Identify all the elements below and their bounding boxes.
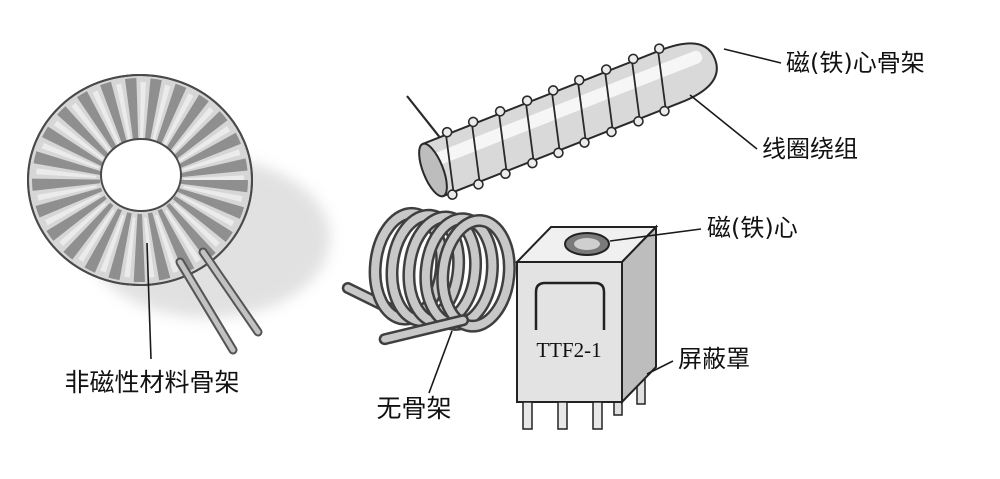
toroid-lead-2 bbox=[177, 259, 236, 353]
winding-loop bbox=[441, 126, 453, 138]
toroid-leader-line bbox=[146, 242, 152, 360]
shield-leader-line bbox=[646, 360, 674, 375]
winding-line bbox=[604, 71, 614, 130]
air-coil-leader-line bbox=[428, 330, 453, 394]
winding-loop bbox=[579, 137, 590, 148]
pin bbox=[557, 401, 568, 430]
winding-line bbox=[551, 92, 561, 151]
air-core-coil: 无骨架 bbox=[341, 206, 516, 423]
winding-loop bbox=[573, 74, 585, 86]
toroid-hole bbox=[100, 138, 182, 212]
winding-line bbox=[498, 113, 508, 172]
front-bracket-mark bbox=[534, 281, 606, 330]
label-coil-winding: 线圈绕组 bbox=[762, 135, 858, 163]
winding-line bbox=[471, 124, 481, 182]
toroidal-inductor: 非磁性材料骨架 bbox=[27, 74, 330, 397]
toroid-outline bbox=[27, 74, 253, 286]
winding-leader-line bbox=[689, 94, 758, 150]
rod-core-leader-line bbox=[723, 48, 782, 64]
winding-loop bbox=[473, 179, 484, 190]
shielded-inductor: TTF2-1 磁(铁)心 屏蔽罩 bbox=[514, 214, 798, 430]
winding-loop bbox=[653, 43, 665, 54]
winding-loop bbox=[447, 189, 458, 200]
shield-pins-front bbox=[522, 401, 603, 430]
shield-front-face bbox=[516, 261, 623, 403]
core-leader-line bbox=[609, 228, 702, 242]
rod-winding-loops-top bbox=[441, 43, 665, 138]
label-magnetic-core-frame: 磁(铁)心骨架 bbox=[786, 49, 925, 77]
winding-loop bbox=[521, 95, 533, 106]
rod-winding-loops-bottom bbox=[447, 105, 670, 200]
core-slug bbox=[574, 238, 600, 250]
winding-loop bbox=[547, 85, 559, 96]
winding-line bbox=[631, 61, 641, 119]
part-number-text: TTF2-1 bbox=[536, 338, 601, 362]
label-nonmagnetic-frame: 非磁性材料骨架 bbox=[64, 368, 239, 397]
toroid-lead-1 bbox=[200, 249, 261, 335]
winding-line bbox=[445, 134, 455, 193]
label-magnetic-core: 磁(铁)心 bbox=[707, 214, 798, 242]
rod-winding-lines bbox=[445, 51, 667, 193]
winding-line bbox=[577, 82, 587, 141]
winding-loop bbox=[600, 64, 612, 75]
pin bbox=[592, 401, 603, 430]
rod-core-inductor: 磁(铁)心骨架 线圈绕组 bbox=[406, 42, 925, 200]
label-shield-cover: 屏蔽罩 bbox=[678, 345, 750, 373]
toroid-lead-wires bbox=[175, 247, 263, 355]
air-coil-turns bbox=[341, 206, 516, 346]
coil-front-lead bbox=[381, 316, 467, 343]
rod-end-face bbox=[418, 142, 448, 198]
winding-loop bbox=[659, 105, 670, 117]
pin bbox=[522, 401, 533, 430]
winding-line bbox=[657, 51, 667, 109]
winding-loop bbox=[500, 168, 511, 180]
winding-loop bbox=[627, 53, 639, 65]
toroid-winding-highlights bbox=[36, 82, 244, 278]
winding-loop bbox=[527, 157, 538, 169]
winding-loop bbox=[633, 116, 644, 127]
winding-loop bbox=[553, 147, 564, 159]
winding-loop bbox=[606, 126, 617, 138]
winding-loop bbox=[494, 106, 506, 117]
winding-loop bbox=[467, 116, 479, 128]
label-frameless: 无骨架 bbox=[376, 394, 451, 423]
coil-turn-highlight bbox=[438, 216, 514, 331]
winding-line bbox=[525, 103, 535, 161]
rod-body-group bbox=[418, 42, 718, 200]
